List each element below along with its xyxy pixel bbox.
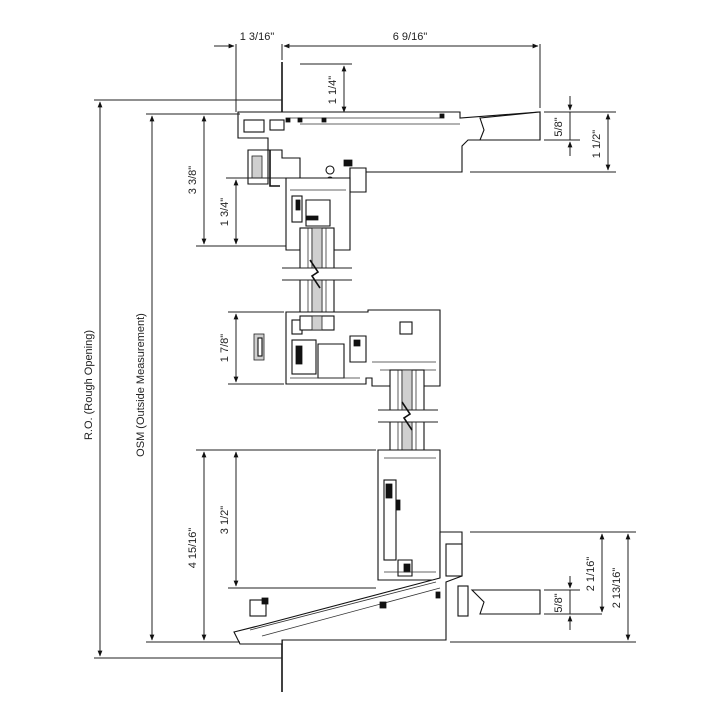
top-dimensions: 1 3/16" 6 9/16": [214, 31, 541, 112]
dim-meeting-rail: 1 7/8": [219, 334, 231, 362]
dim-sill-lip: 5/8": [553, 593, 565, 612]
osm-label: OSM (Outside Measurement): [135, 313, 147, 457]
dim-sill-depth-outer: 2 13/16": [611, 568, 623, 609]
ro-label: R.O. (Rough Opening): [83, 330, 95, 440]
head-right-dimensions: 5/8" 1 1/2": [470, 96, 616, 173]
dim-top-left: 1 3/16": [240, 31, 275, 43]
dim-sill-height: 4 15/16": [187, 528, 199, 569]
dim-head-depth: 1 1/2": [591, 130, 603, 158]
meeting-rail: [253, 309, 441, 387]
dim-head-lip: 5/8": [553, 117, 565, 136]
head-frame: [237, 111, 541, 193]
sill-frame: [233, 531, 541, 645]
dim-head-offset: 1 1/4": [327, 76, 339, 104]
dim-head-height: 3 3/8": [187, 166, 199, 194]
dim-sill-depth-inner: 2 1/16": [585, 557, 597, 592]
sill-right-dimensions: 5/8" 2 1/16" 2 13/16": [450, 531, 636, 643]
meeting-rail-dimension: 1 7/8": [219, 311, 284, 385]
dim-top-right: 6 9/16": [393, 31, 428, 43]
ro-dimension: R.O. (Rough Opening): [83, 99, 282, 659]
head-offset-dimension: 1 1/4": [300, 63, 352, 113]
sill-left-dimensions: 3 1/2" 4 15/16": [187, 449, 376, 643]
dim-head-sash: 1 3/4": [219, 198, 231, 226]
dim-sill-sash: 3 1/2": [219, 506, 231, 534]
lower-sash: [377, 449, 441, 581]
